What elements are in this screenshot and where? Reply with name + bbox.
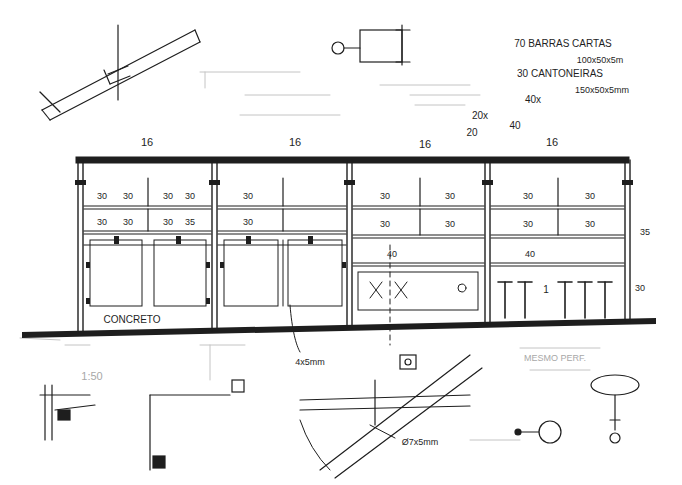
- material-note: 40x: [525, 95, 541, 105]
- bay-width-dimension: 16: [419, 139, 431, 150]
- shelf-dimension: 30: [445, 220, 455, 229]
- material-note: 20: [466, 128, 477, 138]
- shelf-dimension: 40: [387, 250, 397, 259]
- material-note: 150x50x5mm: [575, 86, 629, 95]
- shelf-dimension: 30: [523, 220, 533, 229]
- material-note: 30 CANTONEIRAS: [517, 69, 603, 79]
- shelf-dimension: 30: [243, 218, 253, 227]
- material-note: 20x: [472, 111, 488, 121]
- shelf-dimension: 30: [185, 192, 195, 201]
- material-note: 40: [509, 121, 520, 131]
- shelf-dimension: 30: [163, 218, 173, 227]
- material-note: 100x50x5m: [577, 56, 624, 65]
- material-note: 70 BARRAS CARTAS: [514, 39, 611, 49]
- bay-width-dimension: 16: [289, 137, 301, 148]
- shelf-dimension: 30: [380, 220, 390, 229]
- shelf-dimension: 30: [523, 192, 533, 201]
- shelf-dimension: 30: [123, 192, 133, 201]
- height-dimension: 35: [640, 228, 650, 237]
- shelf-dimension: 30: [123, 218, 133, 227]
- shelf-dimension: 30: [163, 192, 173, 201]
- shelf-dimension: 35: [185, 218, 195, 227]
- callout-number: 1: [543, 285, 549, 295]
- detail-note: 4x5mm: [295, 358, 325, 367]
- shelf-dimension: 30: [97, 218, 107, 227]
- shelf-dimension: 30: [380, 192, 390, 201]
- shelf-dimension: 30: [97, 192, 107, 201]
- shelf-dimension: 30: [585, 192, 595, 201]
- material-label: CONCRETO: [103, 315, 160, 325]
- detail-note: MESMO PERF.: [524, 354, 586, 363]
- shelf-dimension: 30: [243, 192, 253, 201]
- shelf-dimension: 40: [525, 250, 535, 259]
- bay-width-dimension: 16: [546, 137, 558, 148]
- bay-width-dimension: 16: [141, 137, 153, 148]
- shelf-dimension: 30: [585, 220, 595, 229]
- height-dimension: 30: [635, 284, 645, 293]
- shelf-dimension: 30: [445, 192, 455, 201]
- scale-note: 1:50: [81, 371, 102, 382]
- detail-note: Ø7x5mm: [402, 438, 439, 447]
